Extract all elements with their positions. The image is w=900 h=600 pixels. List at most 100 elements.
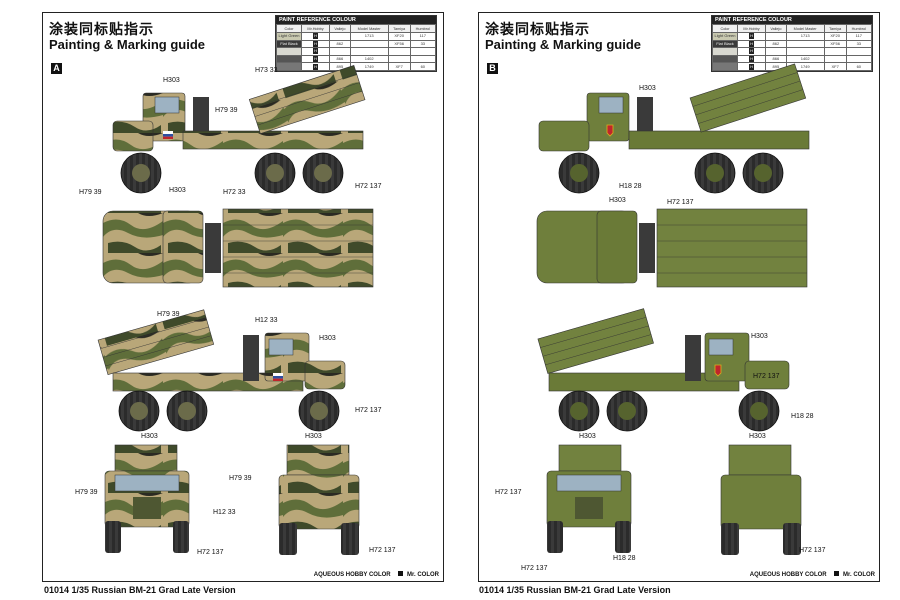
scheme-label: A xyxy=(51,63,62,74)
paint-callout-text: H72 33 xyxy=(223,189,246,196)
paint-callout-text: H303 xyxy=(305,433,322,440)
paint-callout: H79 39 xyxy=(75,489,98,497)
paint-callout-text: H12 33 xyxy=(213,509,236,516)
paint-callout: H72 137 xyxy=(197,549,223,557)
paint-callout: H72 33 xyxy=(223,189,246,197)
legend-header-row: Color Mr.Hobby Vallejo Model Master Tami… xyxy=(276,24,437,33)
mr-color-icon xyxy=(834,571,840,576)
title-english: Painting & Marking guide xyxy=(49,37,206,52)
mr-key: Mr. COLOR xyxy=(406,572,439,578)
paint-callout-text: H72 137 xyxy=(495,489,522,496)
paint-callout-text: H303 xyxy=(141,433,158,440)
paint-callout-text: H12 33 xyxy=(255,317,278,324)
paint-callout: H72 137 xyxy=(753,373,779,381)
title-chinese: 涂装同标贴指示 xyxy=(49,21,154,37)
top-view xyxy=(102,208,374,288)
paint-callout-text: H72 137 xyxy=(799,547,826,554)
title-chinese: 涂装同标贴指示 xyxy=(485,21,590,37)
paint-callout: H12 33 xyxy=(255,317,278,325)
legend-col: Mr.Hobby xyxy=(736,24,767,33)
paint-callout: H303 xyxy=(305,433,322,441)
side-view-right xyxy=(537,308,790,432)
paint-callout-text: H303 xyxy=(319,335,336,342)
paint-callout-text: H72 137 xyxy=(369,547,396,554)
guide-page-b: 涂装同标贴指示 Painting & Marking guide B PAINT… xyxy=(478,12,880,582)
paint-callout-text: H303 xyxy=(169,187,186,194)
paint-callout: H303 xyxy=(169,187,186,195)
legend-cell: H xyxy=(736,62,767,71)
paint-callout: H18 28 xyxy=(613,555,636,563)
hobby-key: AQUEOUS HOBBY COLOR xyxy=(749,572,827,578)
paint-callout: H72 137 xyxy=(521,565,547,573)
legend-cell: 60 xyxy=(845,62,873,71)
paint-callout: H303 xyxy=(639,85,656,93)
emblem-icon xyxy=(714,364,722,377)
paint-callout-text: H18 28 xyxy=(791,413,814,420)
paint-callout: H73 33 xyxy=(255,67,278,75)
side-view-right xyxy=(97,309,346,432)
product-caption: 01014 1/35 Russian BM-21 Grad Late Versi… xyxy=(479,585,671,595)
paint-callout: H18 28 xyxy=(791,413,814,421)
paint-callout: H303 xyxy=(749,433,766,441)
paint-callout: H18 28 xyxy=(619,183,642,191)
paint-callout-text: H18 28 xyxy=(619,183,642,190)
paint-callout-text: H79 39 xyxy=(79,189,102,196)
paint-callout: H72 137 xyxy=(799,547,825,555)
paint-callout-text: H303 xyxy=(639,85,656,92)
paint-callout: H72 137 xyxy=(355,183,381,191)
paint-callout-text: H72 137 xyxy=(753,373,780,380)
paint-callout-text: H79 39 xyxy=(157,311,180,318)
paint-legend: PAINT REFERENCE COLOUR Color Mr.Hobby Va… xyxy=(711,15,873,72)
paint-callout: H79 39 xyxy=(215,107,238,115)
legend-col: Humbrol xyxy=(409,24,437,33)
paint-callout: H72 137 xyxy=(667,199,693,207)
legend-cell: H xyxy=(300,62,331,71)
legend-col: Mr.Hobby xyxy=(300,24,331,33)
paint-callout-text: H72 137 xyxy=(355,407,382,414)
side-view-left xyxy=(538,63,810,194)
paint-callout-text: H72 137 xyxy=(197,549,224,556)
paint-callout: H303 xyxy=(319,335,336,343)
paint-callout-text: H73 33 xyxy=(255,67,278,74)
front-view xyxy=(104,444,190,553)
paint-callout-text: H303 xyxy=(163,77,180,84)
legend-col: Humbrol xyxy=(845,24,873,33)
rear-view xyxy=(720,444,802,555)
paint-callout-text: H79 39 xyxy=(229,475,252,482)
paint-callout: H303 xyxy=(141,433,158,441)
legend-heading: PAINT REFERENCE COLOUR xyxy=(712,16,872,24)
paint-callout: H79 39 xyxy=(229,475,252,483)
paint-callout-text: H18 28 xyxy=(613,555,636,562)
paint-callout: H72 137 xyxy=(495,489,521,497)
legend-table: Color Mr.Hobby Vallejo Model Master Tami… xyxy=(712,24,873,71)
mr-color-icon xyxy=(398,571,404,576)
paint-callout-text: H303 xyxy=(609,197,626,204)
front-view xyxy=(546,444,632,553)
paint-callout-text: H79 39 xyxy=(215,107,238,114)
mr-key: Mr. COLOR xyxy=(842,572,875,578)
product-caption: 01014 1/35 Russian BM-21 Grad Late Versi… xyxy=(44,585,236,595)
vehicle-illustrations-camo xyxy=(97,65,374,555)
paint-callout-text: H79 39 xyxy=(75,489,98,496)
paint-callout-text: H72 137 xyxy=(355,183,382,190)
paint-callout: H303 xyxy=(609,197,626,205)
side-view-left xyxy=(112,65,366,194)
legend-col: Model Master xyxy=(785,24,825,33)
paint-callout: H303 xyxy=(579,433,596,441)
footer-key: AQUEOUS HOBBY COLOR Mr. COLOR xyxy=(314,571,439,578)
footer-key: AQUEOUS HOBBY COLOR Mr. COLOR xyxy=(750,571,875,578)
paint-callout: H303 xyxy=(751,333,768,341)
paint-callout: H72 137 xyxy=(369,547,395,555)
legend-table: Color Mr.Hobby Vallejo Model Master Tami… xyxy=(276,24,437,71)
guide-page-a: 涂装同标贴指示 Painting & Marking guide A PAINT… xyxy=(42,12,444,582)
legend-col: Model Master xyxy=(349,24,389,33)
paint-callout-text: H303 xyxy=(579,433,596,440)
paint-callout-text: H303 xyxy=(751,333,768,340)
paint-legend: PAINT REFERENCE COLOUR Color Mr.Hobby Va… xyxy=(275,15,437,72)
paint-callout-text: H72 137 xyxy=(521,565,548,572)
paint-callout: H303 xyxy=(163,77,180,85)
legend-header-row: Color Mr.Hobby Vallejo Model Master Tami… xyxy=(712,24,873,33)
